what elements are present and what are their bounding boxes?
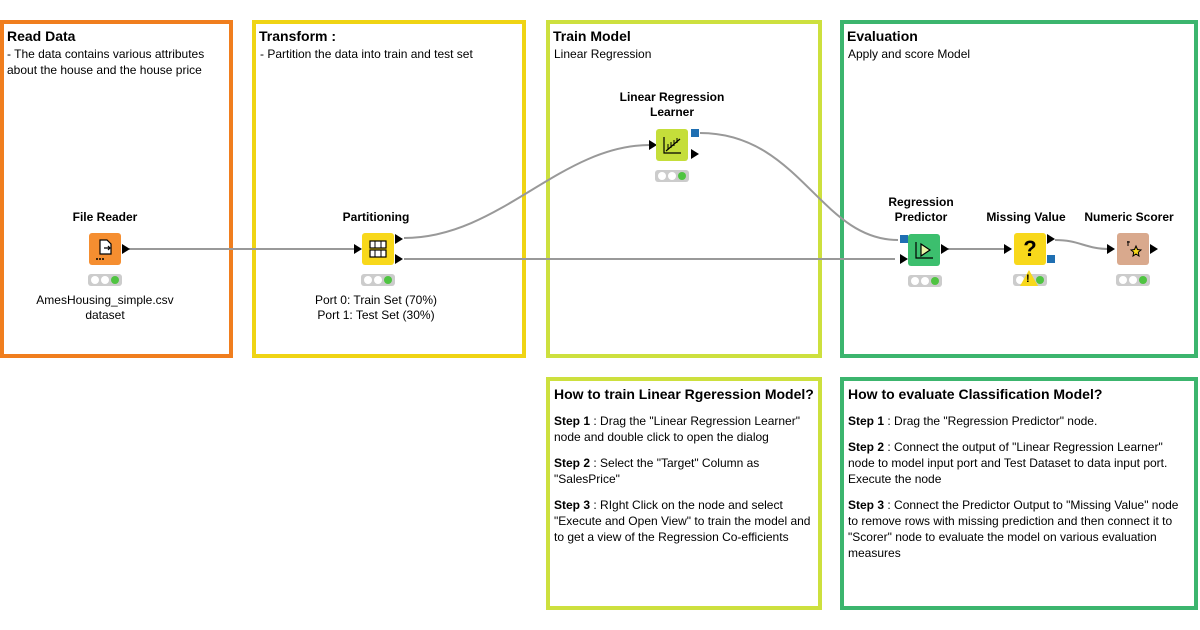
step-2: Step 2 : Select the "Target" Column as "… — [554, 456, 760, 486]
annotation-title: Read Data — [7, 28, 76, 44]
regression-chart-icon — [663, 137, 681, 154]
annotation-evaluation: Evaluation Apply and score Model — [840, 20, 1198, 358]
node-missing-value[interactable]: Missing Value ? ! — [946, 210, 1106, 295]
annotation-title: Transform : — [259, 28, 337, 44]
annotation-text: Apply and score Model — [848, 47, 971, 61]
node-linear-regression-learner[interactable]: Linear Regression Learner — [592, 90, 752, 185]
annotation-text: Linear Regression — [554, 47, 652, 61]
output-port[interactable] — [691, 149, 699, 159]
predictor-icon — [915, 242, 933, 259]
annotation-text: - Partition the data into train and test… — [260, 47, 473, 61]
model-input-port[interactable] — [900, 235, 908, 243]
connection-partitioning-to-learner — [403, 144, 651, 239]
connection-missing-to-scorer — [1054, 239, 1111, 250]
linear-regression-icon[interactable] — [656, 129, 688, 161]
node-status-traffic-light — [908, 275, 942, 287]
connection-learner-to-predictor — [699, 132, 899, 241]
output-port[interactable] — [1047, 234, 1055, 244]
annotation-train-model: Train Model Linear Regression — [546, 20, 822, 358]
node-file-reader[interactable]: File Reader AmesHousing_simple.csv datas… — [25, 210, 185, 325]
question-mark-icon: ? — [1023, 236, 1037, 261]
node-title: Partitioning — [342, 210, 410, 224]
annotation-how-to-train: How to train Linear Rgeression Model? St… — [546, 377, 822, 610]
node-title: Missing Value — [986, 210, 1066, 224]
step-3: Step 3 : RIght Click on the node and sel… — [554, 498, 811, 544]
annotation-transform: Transform : - Partition the data into tr… — [252, 20, 526, 358]
step-3: Step 3 : Connect the Predictor Output to… — [848, 498, 1179, 560]
node-title: Numeric Scorer — [1084, 210, 1174, 224]
annotation-how-to-evaluate: How to evaluate Classification Model? St… — [840, 377, 1198, 610]
output-port[interactable] — [941, 244, 949, 254]
numeric-scorer-icon[interactable] — [1117, 233, 1149, 265]
table-split-icon — [369, 240, 387, 258]
input-port[interactable] — [354, 244, 362, 254]
annotation-title: How to train Linear Rgeression Model? — [554, 386, 814, 402]
annotation-title: Train Model — [553, 28, 631, 44]
node-title: File Reader — [72, 210, 138, 224]
node-caption: AmesHousing_simple.csv dataset — [36, 293, 174, 322]
model-output-port[interactable] — [1047, 255, 1055, 263]
node-regression-predictor[interactable]: Regression Predictor — [841, 195, 1001, 290]
annotation-text: - The data contains various attributes a… — [7, 47, 205, 77]
step-2: Step 2 : Connect the output of "Linear R… — [848, 440, 1168, 486]
output-port[interactable] — [122, 244, 130, 254]
node-numeric-scorer[interactable]: Numeric Scorer — [1049, 210, 1200, 295]
score-star-icon — [1127, 241, 1143, 258]
annotation-read-data: Read Data - The data contains various at… — [0, 20, 233, 358]
input-port[interactable] — [1004, 244, 1012, 254]
step-1: Step 1 : Drag the "Regression Predictor"… — [848, 414, 1098, 428]
output-port[interactable] — [1150, 244, 1158, 254]
model-output-port[interactable] — [691, 129, 699, 137]
node-title: Regression Predictor — [888, 195, 954, 224]
input-port[interactable] — [900, 254, 908, 264]
node-status-traffic-light — [1116, 274, 1150, 286]
annotation-title: Evaluation — [847, 28, 918, 44]
node-status-traffic-light — [655, 170, 689, 182]
partitioning-icon[interactable] — [362, 233, 394, 265]
output-port-1[interactable] — [395, 254, 403, 264]
node-partitioning[interactable]: Partitioning Port 0: Train Set (70%) Por… — [296, 210, 456, 325]
regression-predictor-icon[interactable] — [908, 234, 940, 266]
file-reader-icon[interactable] — [89, 233, 121, 265]
output-port-0[interactable] — [395, 234, 403, 244]
node-caption: Port 0: Train Set (70%) Port 1: Test Set… — [314, 293, 438, 322]
step-1: Step 1 : Drag the "Linear Regression Lea… — [554, 414, 800, 444]
node-status-traffic-light — [361, 274, 395, 286]
annotation-title: How to evaluate Classification Model? — [848, 386, 1103, 402]
input-port[interactable] — [649, 140, 657, 150]
node-title: Linear Regression Learner — [619, 90, 725, 119]
missing-value-icon[interactable]: ? — [1014, 233, 1046, 265]
input-port[interactable] — [1107, 244, 1115, 254]
node-status-traffic-light — [88, 274, 122, 286]
warning-icon: ! — [1020, 270, 1038, 286]
document-arrow-icon — [96, 239, 112, 260]
